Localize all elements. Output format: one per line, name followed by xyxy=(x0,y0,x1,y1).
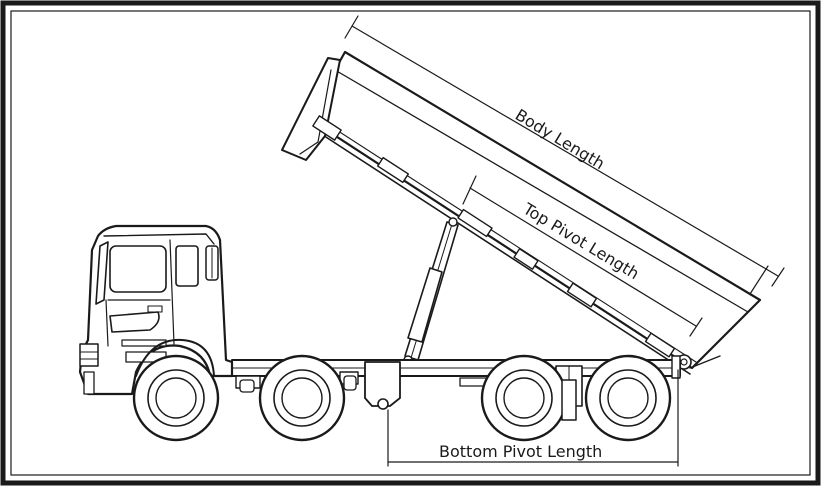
windshield xyxy=(95,241,109,305)
dimension-bottom-pivot-length xyxy=(387,369,679,467)
pivot-bracket xyxy=(364,361,401,407)
wheels xyxy=(132,354,672,442)
truck-cab xyxy=(78,224,234,396)
cab-rear-window xyxy=(175,245,199,287)
wheel-front-1 xyxy=(132,354,220,442)
wheel-rear-2 xyxy=(584,354,672,442)
hydraulic-ram xyxy=(403,217,459,365)
wheel-front-2 xyxy=(258,354,346,442)
cab-side-window xyxy=(109,245,167,293)
label-bottom-pivot-length: Bottom Pivot Length xyxy=(439,442,602,461)
wheel-rear-1 xyxy=(480,354,568,442)
dump-body xyxy=(281,50,762,375)
diagram-inner-frame xyxy=(10,10,811,476)
cab-protector xyxy=(281,57,341,161)
dimension-body-length xyxy=(344,15,785,295)
dimension-top-pivot-length xyxy=(462,175,703,337)
